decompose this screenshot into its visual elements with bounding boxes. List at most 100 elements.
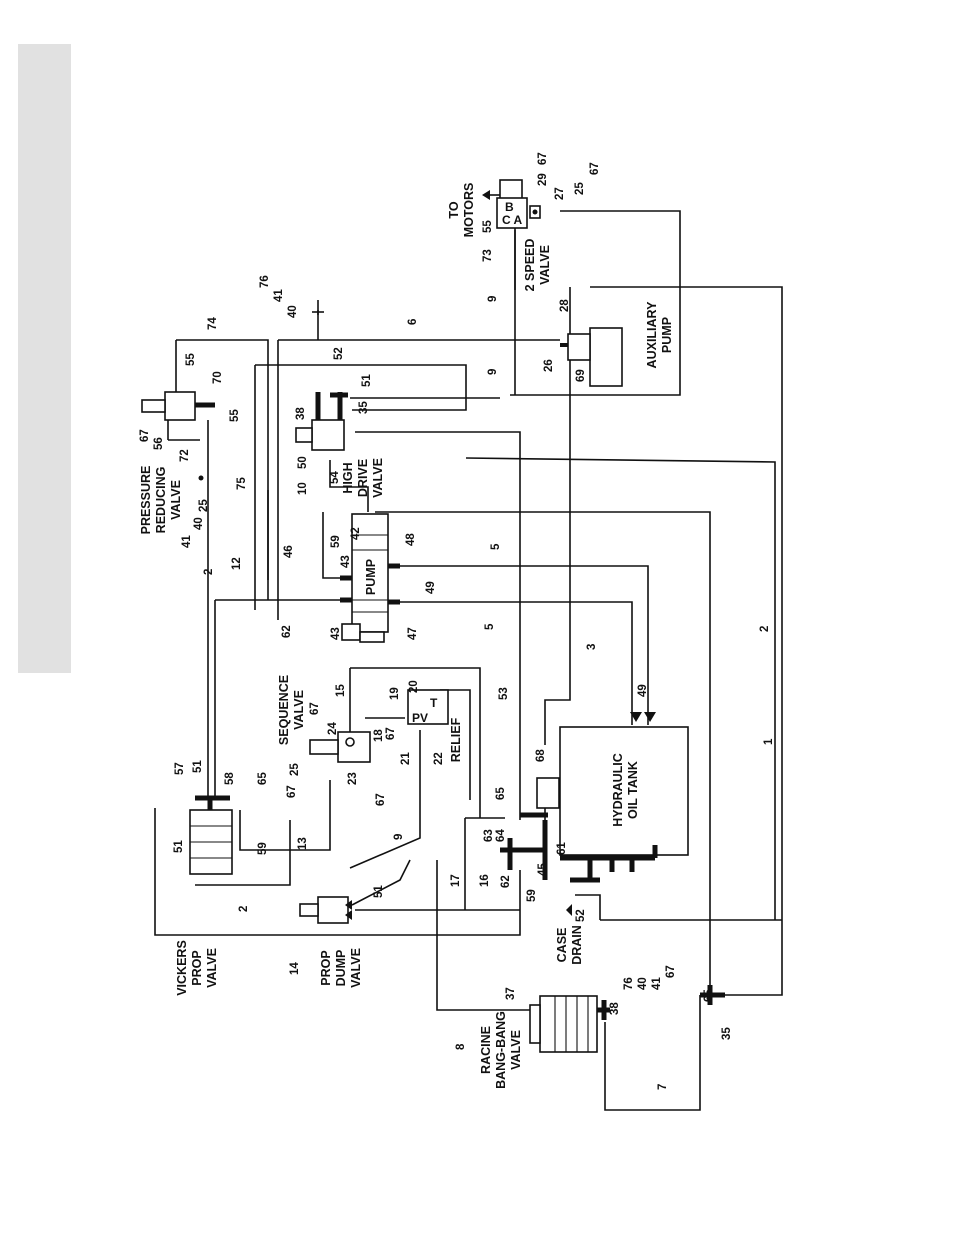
- two-speed-valve: B C A: [482, 179, 541, 229]
- label-tank-1: HYDRAULIC: [611, 753, 625, 827]
- part-number: 35: [721, 1027, 733, 1040]
- prop-dump-valve: [299, 896, 349, 924]
- label-sequence-1: SEQUENCE: [277, 675, 291, 745]
- part-number: 23: [347, 772, 359, 785]
- part-number: 27: [554, 187, 566, 200]
- part-number: 41: [651, 977, 663, 990]
- label-vickers-1: VICKERS: [175, 940, 189, 996]
- part-number: 67: [139, 429, 151, 442]
- part-number: 65: [703, 989, 715, 1002]
- part-number: 62: [281, 625, 293, 638]
- top-fitting: [312, 300, 324, 315]
- part-number: 52: [333, 347, 345, 360]
- label-racine-3: VALVE: [509, 1030, 523, 1070]
- two-speed-valve-letter-b: B: [505, 200, 514, 214]
- part-number: 43: [330, 627, 342, 640]
- part-number: 24: [327, 722, 339, 735]
- part-number: 72: [179, 449, 191, 462]
- part-number: 67: [589, 162, 601, 175]
- pointer-arrows: [345, 712, 656, 920]
- line-number: 1: [763, 738, 775, 745]
- label-case-drain-2: DRAIN: [570, 925, 584, 965]
- part-number: 19: [389, 687, 401, 700]
- part-number: 67: [286, 785, 298, 798]
- part-number: 50: [297, 456, 309, 469]
- part-number: 63: [483, 829, 495, 842]
- label-case-drain-1: CASE: [555, 928, 569, 963]
- part-number: 49: [425, 581, 437, 594]
- auxiliary-pump: [560, 327, 623, 387]
- label-prop-dump-2: DUMP: [334, 950, 348, 987]
- high-drive-valve: [295, 392, 348, 451]
- part-numbers: 29 67 27 25 67 55 73 76 41 40 55 70 55 6…: [139, 152, 733, 1040]
- part-number: 29: [537, 173, 549, 186]
- component-labels: TO MOTORS 2 SPEED VALVE AUXILIARY PUMP H…: [139, 183, 674, 1089]
- label-to-motors-2: MOTORS: [462, 183, 476, 238]
- label-two-speed-1: 2 SPEED: [523, 239, 537, 292]
- line-number: 75: [236, 477, 248, 490]
- part-number: 67: [309, 702, 321, 715]
- line-number: 14: [289, 962, 301, 975]
- part-number: 54: [329, 471, 341, 484]
- part-number: 38: [609, 1002, 621, 1015]
- part-number: 18: [373, 729, 385, 742]
- line-number: 2: [759, 626, 771, 632]
- two-speed-valve-letter-ca: C A: [502, 213, 523, 227]
- line-number: 5: [484, 623, 496, 630]
- label-prop-dump-3: VALVE: [349, 948, 363, 988]
- part-number: 70: [212, 371, 224, 384]
- line-number: 53: [498, 687, 510, 700]
- part-number: 59: [526, 889, 538, 902]
- label-to-motors-1: TO: [447, 201, 461, 218]
- part-number: 20: [408, 680, 420, 693]
- label-high-drive-1: HIGH: [341, 462, 355, 493]
- line-number: 10: [297, 482, 309, 495]
- sequence-valve: [309, 731, 371, 763]
- part-number: 76: [259, 275, 271, 288]
- part-number: 76: [623, 977, 635, 990]
- line-number: 74: [207, 317, 219, 330]
- part-number: 41: [273, 289, 285, 302]
- label-relief: RELIEF: [449, 717, 463, 762]
- part-number: 43: [340, 555, 352, 568]
- part-number: 51: [361, 374, 373, 387]
- line-number: 12: [231, 557, 243, 570]
- part-number: 67: [385, 727, 397, 740]
- part-number: 64: [495, 829, 507, 842]
- label-pump: PUMP: [364, 559, 378, 595]
- part-number: 21: [400, 752, 412, 765]
- part-number: 25: [574, 182, 586, 195]
- part-number: 67: [375, 793, 387, 806]
- hose-lines: [154, 194, 783, 1111]
- part-number: 52: [575, 909, 587, 922]
- part-number: 40: [287, 305, 299, 318]
- part-number: 46: [283, 545, 295, 558]
- label-high-drive-2: DRIVE: [356, 459, 370, 497]
- line-number: 15: [335, 684, 347, 697]
- label-two-speed-2: VALVE: [538, 245, 552, 285]
- part-number: 55: [482, 220, 494, 233]
- label-racine-2: BANG-BANG: [494, 1011, 508, 1089]
- relief-valve-letter-pv: PV: [412, 711, 428, 725]
- part-number: 61: [556, 842, 568, 855]
- line-number: 7: [657, 1084, 669, 1090]
- part-number: 42: [350, 527, 362, 540]
- label-tank-2: OIL TANK: [626, 761, 640, 819]
- line-number: 3: [586, 644, 598, 650]
- line-number: 2: [203, 569, 215, 575]
- line-number: 17: [450, 874, 462, 887]
- part-number: 37: [505, 987, 517, 1000]
- racine-bang-bang-valve: [529, 995, 610, 1053]
- line-number: 2: [238, 906, 250, 912]
- part-number: 56: [153, 437, 165, 450]
- label-aux-pump-1: AUXILIARY: [645, 301, 659, 369]
- label-vickers-3: VALVE: [205, 948, 219, 988]
- line-number: 9: [393, 834, 405, 840]
- part-number: 59: [257, 842, 269, 855]
- label-prop-dump-1: PROP: [319, 950, 333, 985]
- part-number: 58: [224, 772, 236, 785]
- pressure-reducing-valve: [141, 391, 215, 481]
- line-number: 9: [487, 296, 499, 302]
- part-number: 65: [495, 787, 507, 800]
